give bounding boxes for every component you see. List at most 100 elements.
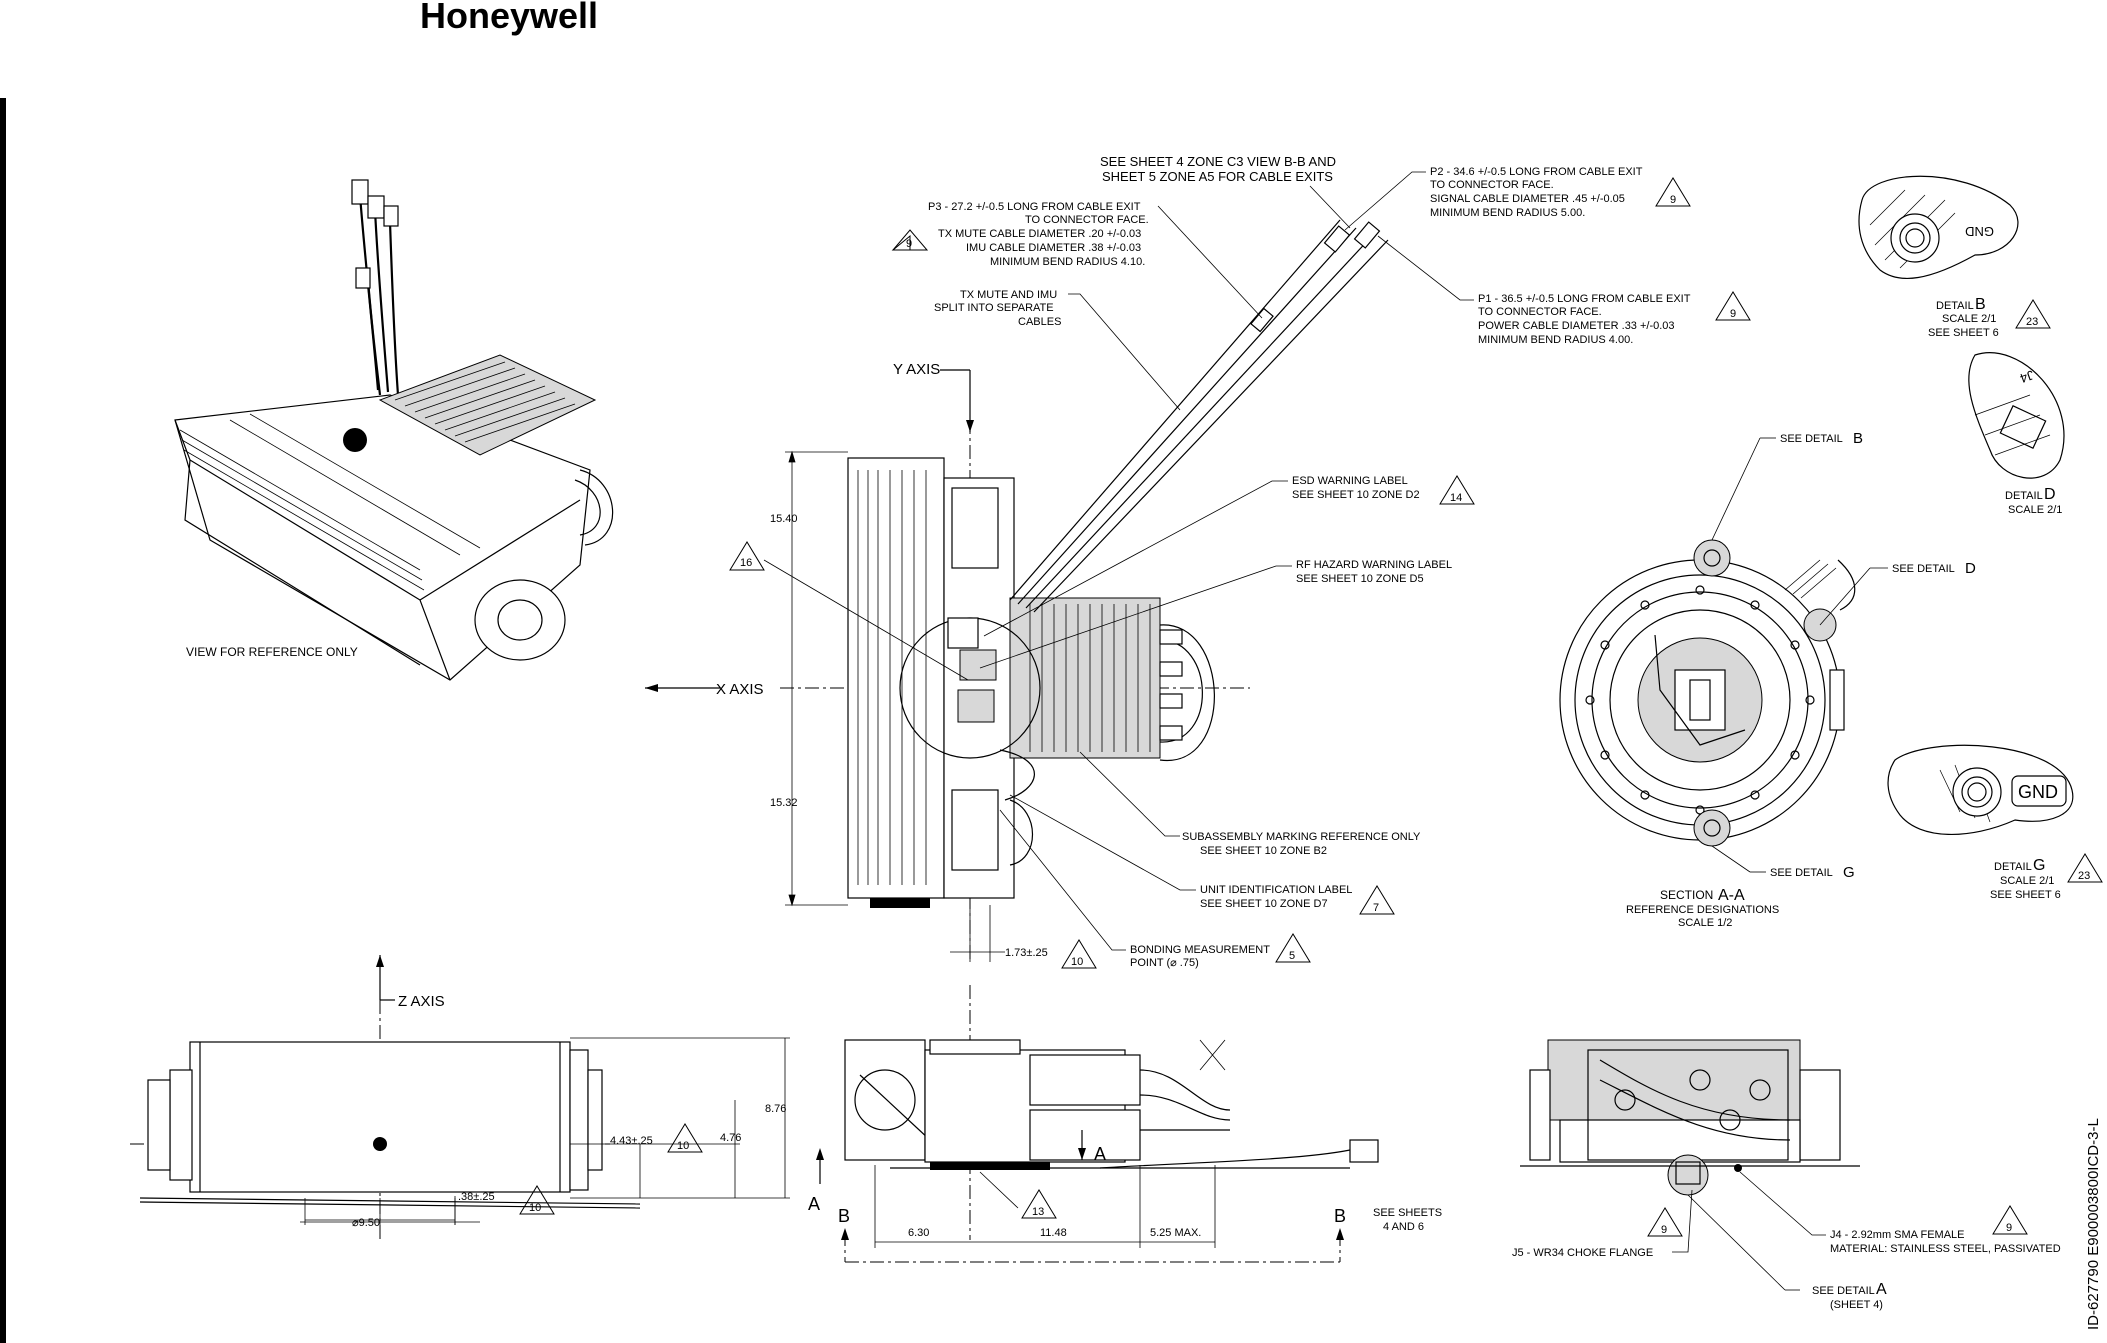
p2-note-line-2: TO CONNECTOR FACE.	[1430, 179, 1554, 191]
section-b-right-letter: B	[1334, 1206, 1346, 1226]
flag-9-p3	[891, 229, 929, 251]
flag-14	[1439, 475, 1475, 505]
detail-d-scale: SCALE 2/1	[2008, 504, 2062, 516]
bonding-note-line-1: BONDING MEASUREMENT	[1130, 944, 1270, 956]
section-label: SECTION	[1660, 888, 1713, 902]
y-axis-label: Y AXIS	[893, 361, 940, 378]
bottom-center-view	[844, 985, 1379, 1240]
flag-10-front	[1061, 939, 1097, 969]
p2-note-line-1: P2 - 34.6 +/-0.5 LONG FROM CABLE EXIT	[1430, 166, 1643, 178]
detail-d-view: J4	[1968, 352, 2065, 479]
section-a-a-view	[1559, 539, 1856, 847]
p3-note-line-2: TO CONNECTOR FACE.	[1025, 214, 1149, 226]
dim-6-30: 6.30	[908, 1227, 929, 1239]
detail-d-letter: D	[2044, 486, 2056, 503]
svg-text:9: 9	[1730, 308, 1736, 320]
detail-b-label: DETAIL	[1936, 300, 1974, 312]
svg-text:9: 9	[1661, 1224, 1667, 1236]
rf-note-line-2: SEE SHEET 10 ZONE D5	[1296, 573, 1424, 585]
flag-13	[1021, 1189, 1057, 1219]
dim-11-48: 11.48	[1040, 1227, 1067, 1239]
front-view-height-dims	[785, 450, 848, 907]
p1-note-line-2: TO CONNECTOR FACE.	[1478, 306, 1602, 318]
detail-g-see-sheet: SEE SHEET 6	[1990, 889, 2061, 901]
svg-text:23: 23	[2078, 870, 2090, 882]
subassembly-note-line-1: SUBASSEMBLY MARKING REFERENCE ONLY	[1182, 831, 1421, 843]
flag-9-p1	[1715, 291, 1751, 321]
svg-text:16: 16	[740, 557, 752, 569]
section-a-left-letter: A	[808, 1194, 820, 1214]
dim-0-38: .38±.25	[458, 1191, 495, 1203]
side-view-dims	[300, 1037, 790, 1225]
dim-4-43: 4.43±.25	[610, 1135, 653, 1147]
section-letters: A-A	[1718, 887, 1745, 904]
sheet-left-border	[0, 98, 6, 1343]
svg-text:7: 7	[1373, 902, 1379, 914]
p1-note-line-1: P1 - 36.5 +/-0.5 LONG FROM CABLE EXIT	[1478, 293, 1691, 305]
dim-4-76: 4.76	[720, 1132, 741, 1144]
see-detail-g-letter: G	[1843, 864, 1855, 881]
see-detail-g-label: SEE DETAIL	[1770, 867, 1833, 879]
see-detail-d-label: SEE DETAIL	[1892, 563, 1955, 575]
bottom-view-dims	[874, 1165, 1216, 1248]
see-detail-b-label: SEE DETAIL	[1780, 433, 1843, 445]
dim-1-73: 1.73±.25	[1005, 947, 1048, 959]
flag-7	[1359, 885, 1395, 915]
see-detail-a-sheet: (SHEET 4)	[1830, 1299, 1883, 1311]
detail-g-letter: G	[2033, 857, 2045, 874]
section-reference-designations: REFERENCE DESIGNATIONS	[1626, 904, 1779, 916]
section-scale: SCALE 1/2	[1678, 917, 1732, 929]
j4-note-line-2: MATERIAL: STAINLESS STEEL, PASSIVATED	[1830, 1243, 2061, 1255]
see-sheets-line-2: 4 AND 6	[1383, 1221, 1424, 1233]
svg-text:9: 9	[1670, 194, 1676, 206]
svg-text:10: 10	[529, 1202, 541, 1214]
unit-id-note-line-2: SEE SHEET 10 ZONE D7	[1200, 898, 1328, 910]
x-axis-arrow	[645, 684, 658, 692]
rf-note-line-1: RF HAZARD WARNING LABEL	[1296, 559, 1452, 571]
svg-text:10: 10	[1071, 956, 1083, 968]
reference-view-label: VIEW FOR REFERENCE ONLY	[186, 645, 358, 659]
isometric-reference-view	[174, 179, 614, 681]
flag-5	[1275, 933, 1311, 963]
dim-15-32: 15.32	[770, 797, 798, 809]
detail-b-letter: B	[1975, 296, 1986, 313]
drawing-id: ID-627790 E900003800ICD-3-L	[2085, 1118, 2102, 1330]
p1-note-line-4: MINIMUM BEND RADIUS 4.00.	[1478, 334, 1633, 346]
honeywell-logo: Honeywell	[420, 0, 598, 36]
see-detail-a-letter: A	[1876, 1281, 1887, 1298]
detail-b-view: GND	[1858, 175, 2019, 280]
cable-exit-note-line-2: SHEET 5 ZONE A5 FOR CABLE EXITS	[1102, 169, 1333, 184]
y-axis-arrow	[966, 420, 974, 432]
flag-9-j4	[1992, 1205, 2028, 1235]
flag-23-detail-g	[2067, 853, 2103, 883]
svg-text:14: 14	[1450, 492, 1462, 504]
tx-mute-note-line-2: SPLIT INTO SEPARATE	[934, 302, 1054, 314]
svg-text:J4: J4	[2018, 367, 2036, 386]
flag-16	[729, 541, 765, 571]
dim-9-50: ⌀9.50	[352, 1217, 380, 1229]
detail-b-see-sheet: SEE SHEET 6	[1928, 327, 1999, 339]
section-b-left-letter: B	[838, 1206, 850, 1226]
unit-id-note-line-1: UNIT IDENTIFICATION LABEL	[1200, 884, 1352, 896]
cable-exit-note-line-1: SEE SHEET 4 ZONE C3 VIEW B-B AND	[1100, 154, 1336, 169]
subassembly-note-line-2: SEE SHEET 10 ZONE B2	[1200, 845, 1327, 857]
esd-note-line-2: SEE SHEET 10 ZONE D2	[1292, 489, 1420, 501]
tx-mute-note-line-3: CABLES	[1018, 316, 1061, 328]
svg-text:9: 9	[2006, 1222, 2012, 1234]
bottom-right-view	[1520, 1039, 1860, 1196]
svg-text:13: 13	[1032, 1206, 1044, 1218]
j5-note: J5 - WR34 CHOKE FLANGE	[1512, 1247, 1653, 1259]
flag-10-side-2	[519, 1185, 555, 1215]
p3-note-line-1: P3 - 27.2 +/-0.5 LONG FROM CABLE EXIT	[928, 201, 1141, 213]
detail-d-label: DETAIL	[2005, 490, 2043, 502]
svg-text:10: 10	[677, 1140, 689, 1152]
flag-10-side	[667, 1123, 703, 1153]
svg-text:GND: GND	[1965, 224, 1994, 239]
svg-text:9: 9	[906, 238, 912, 250]
see-sheets-line-1: SEE SHEETS	[1373, 1207, 1442, 1219]
z-axis-label: Z AXIS	[398, 993, 445, 1010]
dim-8-76: 8.76	[765, 1103, 786, 1115]
esd-note-line-1: ESD WARNING LABEL	[1292, 475, 1408, 487]
detail-g-label: DETAIL	[1994, 861, 2032, 873]
